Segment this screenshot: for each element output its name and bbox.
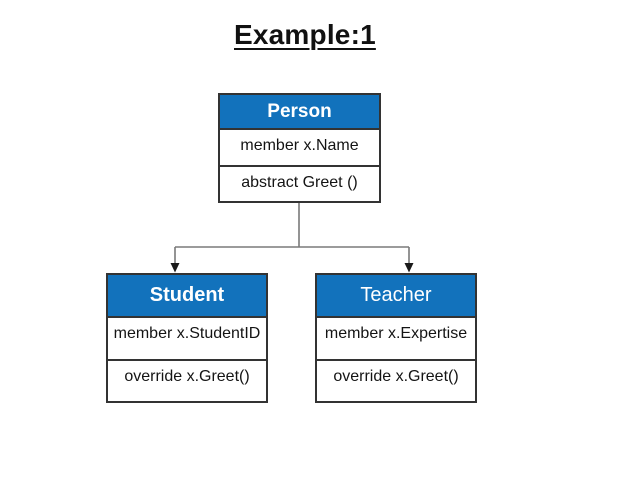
page-title: Example:1: [234, 19, 376, 50]
class-row-student-member: member x.StudentID: [113, 325, 261, 342]
class-box-student: Student member x.StudentID override x.Gr…: [106, 273, 268, 403]
class-box-person: Person member x.Name abstract Greet (): [218, 93, 381, 203]
class-header-person: Person: [220, 95, 379, 130]
arrow-down-icon: [170, 263, 180, 273]
class-box-teacher: Teacher member x.Expertise override x.Gr…: [315, 273, 477, 403]
class-header-student: Student: [108, 275, 266, 318]
class-row-teacher-member: member x.Expertise: [324, 325, 468, 342]
class-row-student-method: override x.Greet(): [108, 358, 266, 402]
class-row-teacher-method: override x.Greet(): [317, 358, 475, 402]
class-name-teacher: Teacher: [360, 284, 432, 306]
class-name-student: Student: [149, 284, 225, 306]
class-name-person: Person: [267, 100, 332, 122]
class-row-person-method: abstract Greet (): [220, 164, 379, 202]
class-header-teacher: Teacher: [317, 275, 475, 318]
class-row-person-member: member x.Name: [240, 137, 359, 154]
arrow-down-icon: [404, 263, 414, 273]
